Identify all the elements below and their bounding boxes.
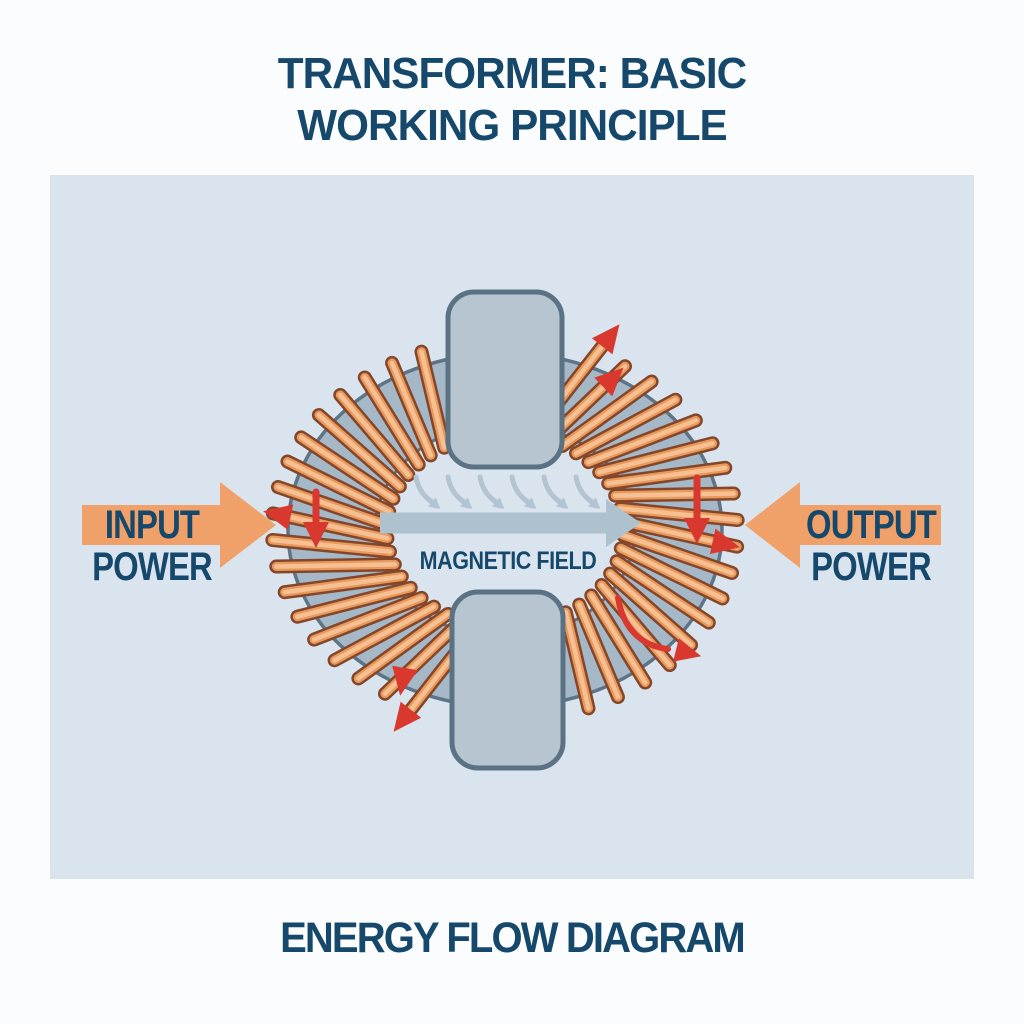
diagram-caption: ENERGY FLOW DIAGRAM (280, 914, 746, 962)
input-power-line-1: INPUT (104, 503, 200, 547)
title-line-2: WORKING PRINCIPLE (297, 101, 728, 150)
output-power-label: OUTPUT POWER (789, 504, 953, 588)
input-power-arrow (82, 482, 276, 568)
input-power-label: INPUT POWER (70, 504, 234, 588)
magnetic-field-arrow (380, 499, 641, 547)
secondary-right-winding (524, 339, 745, 716)
flux-direction-arrows (413, 474, 601, 510)
output-power-line-1: OUTPUT (806, 503, 937, 547)
current-direction-arrows (263, 324, 741, 732)
diagram-title: TRANSFORMER: BASIC WORKING PRINCIPLE (20, 48, 1003, 152)
input-power-line-2: POWER (92, 545, 213, 589)
top-core-block (445, 289, 565, 470)
bottom-core-block (449, 589, 566, 771)
title-line-1: TRANSFORMER: BASIC (277, 49, 747, 98)
core-blocks (445, 289, 566, 771)
magnetic-field-label: MAGNETIC FIELD (419, 547, 597, 575)
output-power-line-2: POWER (811, 545, 932, 589)
output-power-arrow (745, 482, 941, 568)
